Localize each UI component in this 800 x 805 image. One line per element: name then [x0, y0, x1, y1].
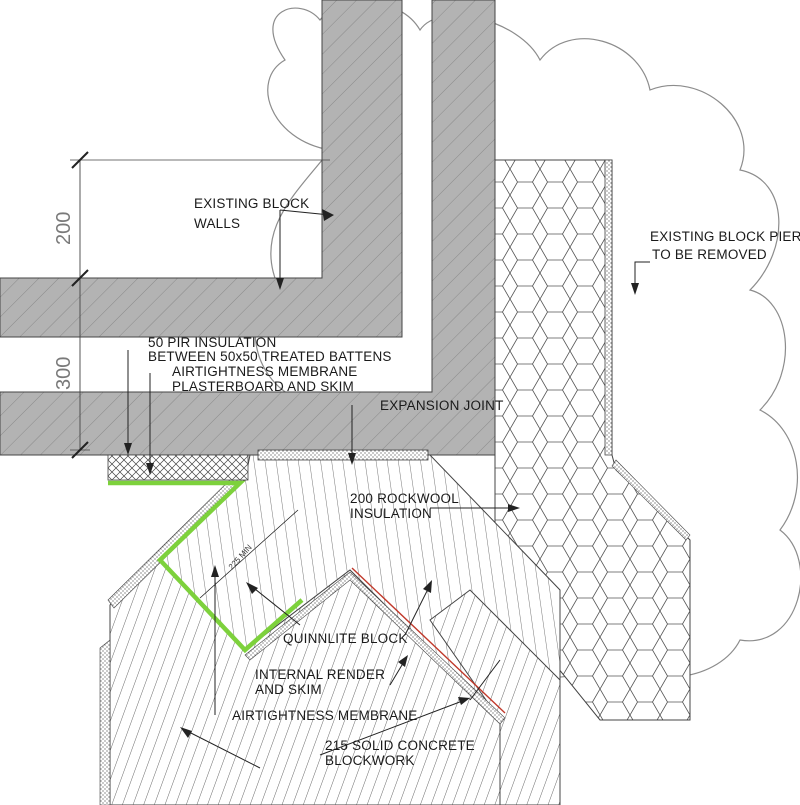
label-existing-block-walls-2: WALLS [194, 216, 240, 231]
outer-render-right [611, 459, 691, 541]
pier-edge-strip [604, 159, 613, 456]
dimension-225-line [199, 509, 299, 599]
outer-render-lower-left [99, 639, 111, 805]
revision-cloud [254, 1, 800, 679]
label-airtightness-2: AIRTIGHTNESS MEMBRANE [232, 708, 417, 723]
label-quinnlite: QUINNLITE BLOCK [283, 631, 408, 646]
label-airtightness-1: AIRTIGHTNESS MEMBRANE [172, 364, 357, 379]
label-rockwool-2: INSULATION [350, 506, 432, 521]
label-pir-insulation-2: BETWEEN 50x50 TREATED BATTENS [148, 349, 392, 364]
label-concrete-1: 215 SOLID CONCRETE [325, 738, 475, 753]
dimension-200: 200 [53, 212, 75, 245]
label-pir-insulation-1: 50 PIR INSULATION [148, 335, 276, 350]
pir-insulation-block [107, 454, 249, 481]
existing-block-wall-outer [0, 0, 496, 456]
label-existing-pier-1: EXISTING BLOCK PIER [650, 229, 800, 244]
label-existing-pier-2: TO BE REMOVED [652, 247, 767, 262]
label-internal-render-1: INTERNAL RENDER [255, 667, 385, 682]
leader-lines [124, 209, 650, 769]
dimension-lines [70, 151, 330, 459]
label-internal-render-2: AND SKIM [255, 682, 322, 697]
label-existing-block-walls-1: EXISTING BLOCK [194, 196, 309, 211]
internal-render-strip [244, 571, 506, 725]
label-plasterboard: PLASTERBOARD AND SKIM [172, 379, 354, 394]
label-expansion-joint: EXPANSION JOINT [380, 398, 504, 413]
render-red-line [351, 567, 506, 714]
dimension-300: 300 [53, 357, 75, 390]
airtightness-membrane-line [108, 480, 304, 654]
label-rockwool-1: 200 ROCKWOOL [350, 491, 459, 506]
existing-block-wall-vertical [0, 0, 403, 338]
label-concrete-2: BLOCKWORK [325, 753, 415, 768]
expansion-joint-strip [257, 449, 429, 461]
